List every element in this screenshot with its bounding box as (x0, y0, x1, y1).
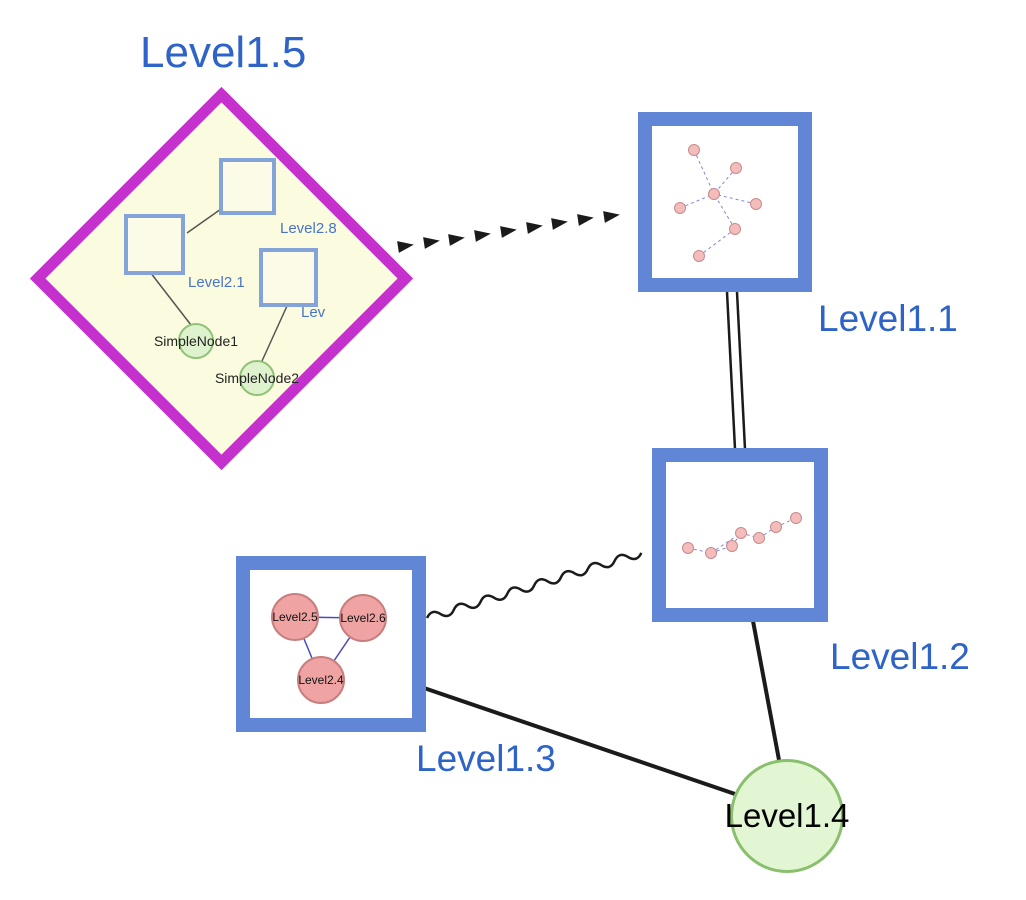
edge-level12-level14 (751, 619, 781, 762)
mini-graph-level1-2 (682, 512, 802, 559)
label-level2-8: Level2.8 (280, 220, 337, 237)
label-level1-5: Level1.5 (140, 28, 307, 77)
wavy-edge-level13-level12 (425, 552, 643, 619)
node-level1-1[interactable] (638, 112, 812, 292)
label-level2-1: Level2.1 (188, 274, 245, 291)
mini-graph-level1-1 (674, 144, 762, 262)
mini-graph-level1-2-nodes[interactable] (682, 512, 802, 559)
node-level1-4[interactable]: Level1.4 (725, 759, 849, 873)
label-level2-5: Level2.5 (272, 610, 318, 624)
double-line-edge-level11-level12 (725, 291, 747, 450)
group-node-level2-8[interactable] (219, 158, 276, 215)
label-level1-4: Level1.4 (724, 797, 850, 834)
node-level2-4[interactable]: Level2.4 (297, 656, 345, 704)
label-level1-1: Level1.1 (818, 298, 958, 339)
group-node-level2-1[interactable] (124, 214, 185, 275)
mini-graph-level1-1-nodes[interactable] (674, 144, 762, 262)
label-level1-2: Level1.2 (830, 636, 970, 677)
label-level2-6: Level2.6 (340, 611, 386, 625)
node-level1-3[interactable]: Level2.5 Level2.6 Level2.4 (236, 556, 426, 732)
node-level1-2[interactable] (652, 448, 828, 622)
node-level2-6[interactable]: Level2.6 (339, 594, 387, 642)
node-level2-5[interactable]: Level2.5 (271, 593, 319, 641)
label-level2-4: Level2.4 (298, 673, 344, 687)
node-simplenode1[interactable] (178, 323, 214, 359)
node-simplenode2[interactable] (239, 360, 275, 396)
label-level1-3: Level1.3 (416, 738, 556, 779)
mini-graph-level1-1-edges (679, 149, 757, 257)
label-simplenode2: SimpleNode2 (214, 370, 300, 386)
label-simplenode1: SimpleNode1 (153, 333, 239, 349)
label-lev: Lev (301, 304, 326, 321)
group-node-lev[interactable] (259, 248, 318, 307)
dashed-arrow-edge-level15-level11 (397, 211, 620, 253)
